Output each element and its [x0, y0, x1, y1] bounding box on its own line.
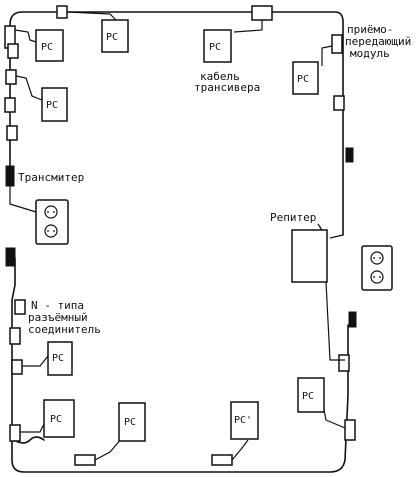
n-connector-label-2: разъёмный [28, 311, 88, 324]
pc-1: PC [35, 29, 64, 62]
terminator-label: Трансмитер [18, 171, 84, 184]
drop-cable-3 [66, 11, 117, 21]
drop-cable-10 [231, 439, 249, 461]
drop-cable-9 [94, 437, 123, 461]
repeater-box [291, 229, 328, 283]
transceiver-right-3 [338, 354, 350, 372]
transceiver-right-1 [331, 34, 343, 54]
transceiver-left-9 [9, 424, 21, 442]
transceiver-module-label-2: передающий [345, 35, 411, 48]
transceiver-cable-label-1: кабель [200, 70, 240, 83]
svg-text:PC: PC [106, 32, 118, 43]
terminator-right-lower [348, 311, 357, 328]
svg-text:PC': PC' [234, 415, 252, 426]
svg-text:PC: PC [52, 353, 64, 364]
transceiver-module-label-1: приёмо- [347, 23, 393, 36]
drop-cable-2 [15, 75, 43, 101]
transceiver-left-5 [6, 125, 18, 141]
svg-text:PC: PC [302, 391, 314, 402]
terminator-right [345, 147, 354, 163]
transceiver-left-3 [5, 69, 17, 85]
backbone-cable-upper [9, 11, 344, 236]
svg-text:PC: PC [124, 417, 136, 428]
terminator-left [5, 247, 16, 267]
transceiver-top-2 [251, 5, 273, 21]
transceiver-right-4 [344, 419, 356, 441]
transceiver-left-6 [14, 299, 26, 315]
svg-text:PC: PC [50, 414, 62, 425]
drop-cable-1 [14, 29, 37, 43]
transceiver-left-8 [11, 359, 23, 375]
transceiver-cable-label-2: трансивера [194, 81, 260, 94]
pc-6: PC [47, 341, 73, 376]
n-connector-label-3: соединитель [28, 323, 101, 336]
svg-text:PC: PC [297, 74, 309, 85]
transceiver-right-2 [333, 95, 345, 111]
pc-7: PC [43, 399, 75, 438]
pc-9: PC' [230, 401, 259, 440]
backbone-wiggle [13, 436, 45, 444]
pc-10: PC [297, 377, 325, 413]
transceiver-left-2 [7, 43, 19, 59]
transceiver-bottom-2 [211, 454, 233, 466]
drop-cable-7 [22, 355, 49, 367]
svg-text:PC: PC [41, 42, 53, 53]
drop-cable-5 [321, 45, 333, 66]
repeater-label: Репитер [270, 211, 316, 224]
drop-cable-6 [9, 186, 37, 213]
transceiver-left-4 [4, 97, 16, 113]
power-socket-right [361, 245, 393, 291]
drop-cable-12 [325, 281, 345, 361]
svg-text:PC: PC [46, 100, 58, 111]
repeater-pointer [317, 223, 323, 231]
drop-cable-11 [323, 409, 346, 429]
drop-cable-13 [329, 234, 344, 239]
pc-4: PC [203, 29, 232, 63]
drop-cable-4 [233, 20, 263, 33]
n-connector-label-1: N - типа [31, 299, 84, 312]
pc-2: PC [101, 19, 129, 53]
pc-8: PC [118, 402, 146, 442]
svg-text:PC: PC [209, 42, 221, 53]
transceiver-top-1 [56, 5, 68, 19]
terminator-top [5, 165, 15, 187]
backbone-cable-lower [11, 257, 349, 473]
transceiver-module-label-3: модуль [350, 47, 390, 60]
drop-cable-8 [20, 423, 45, 433]
transceiver-left-7 [9, 327, 21, 345]
transceiver-bottom-1 [74, 454, 96, 466]
pc-5: PC [292, 61, 319, 95]
pc-3: PC [41, 87, 68, 122]
power-socket-left [35, 199, 69, 245]
